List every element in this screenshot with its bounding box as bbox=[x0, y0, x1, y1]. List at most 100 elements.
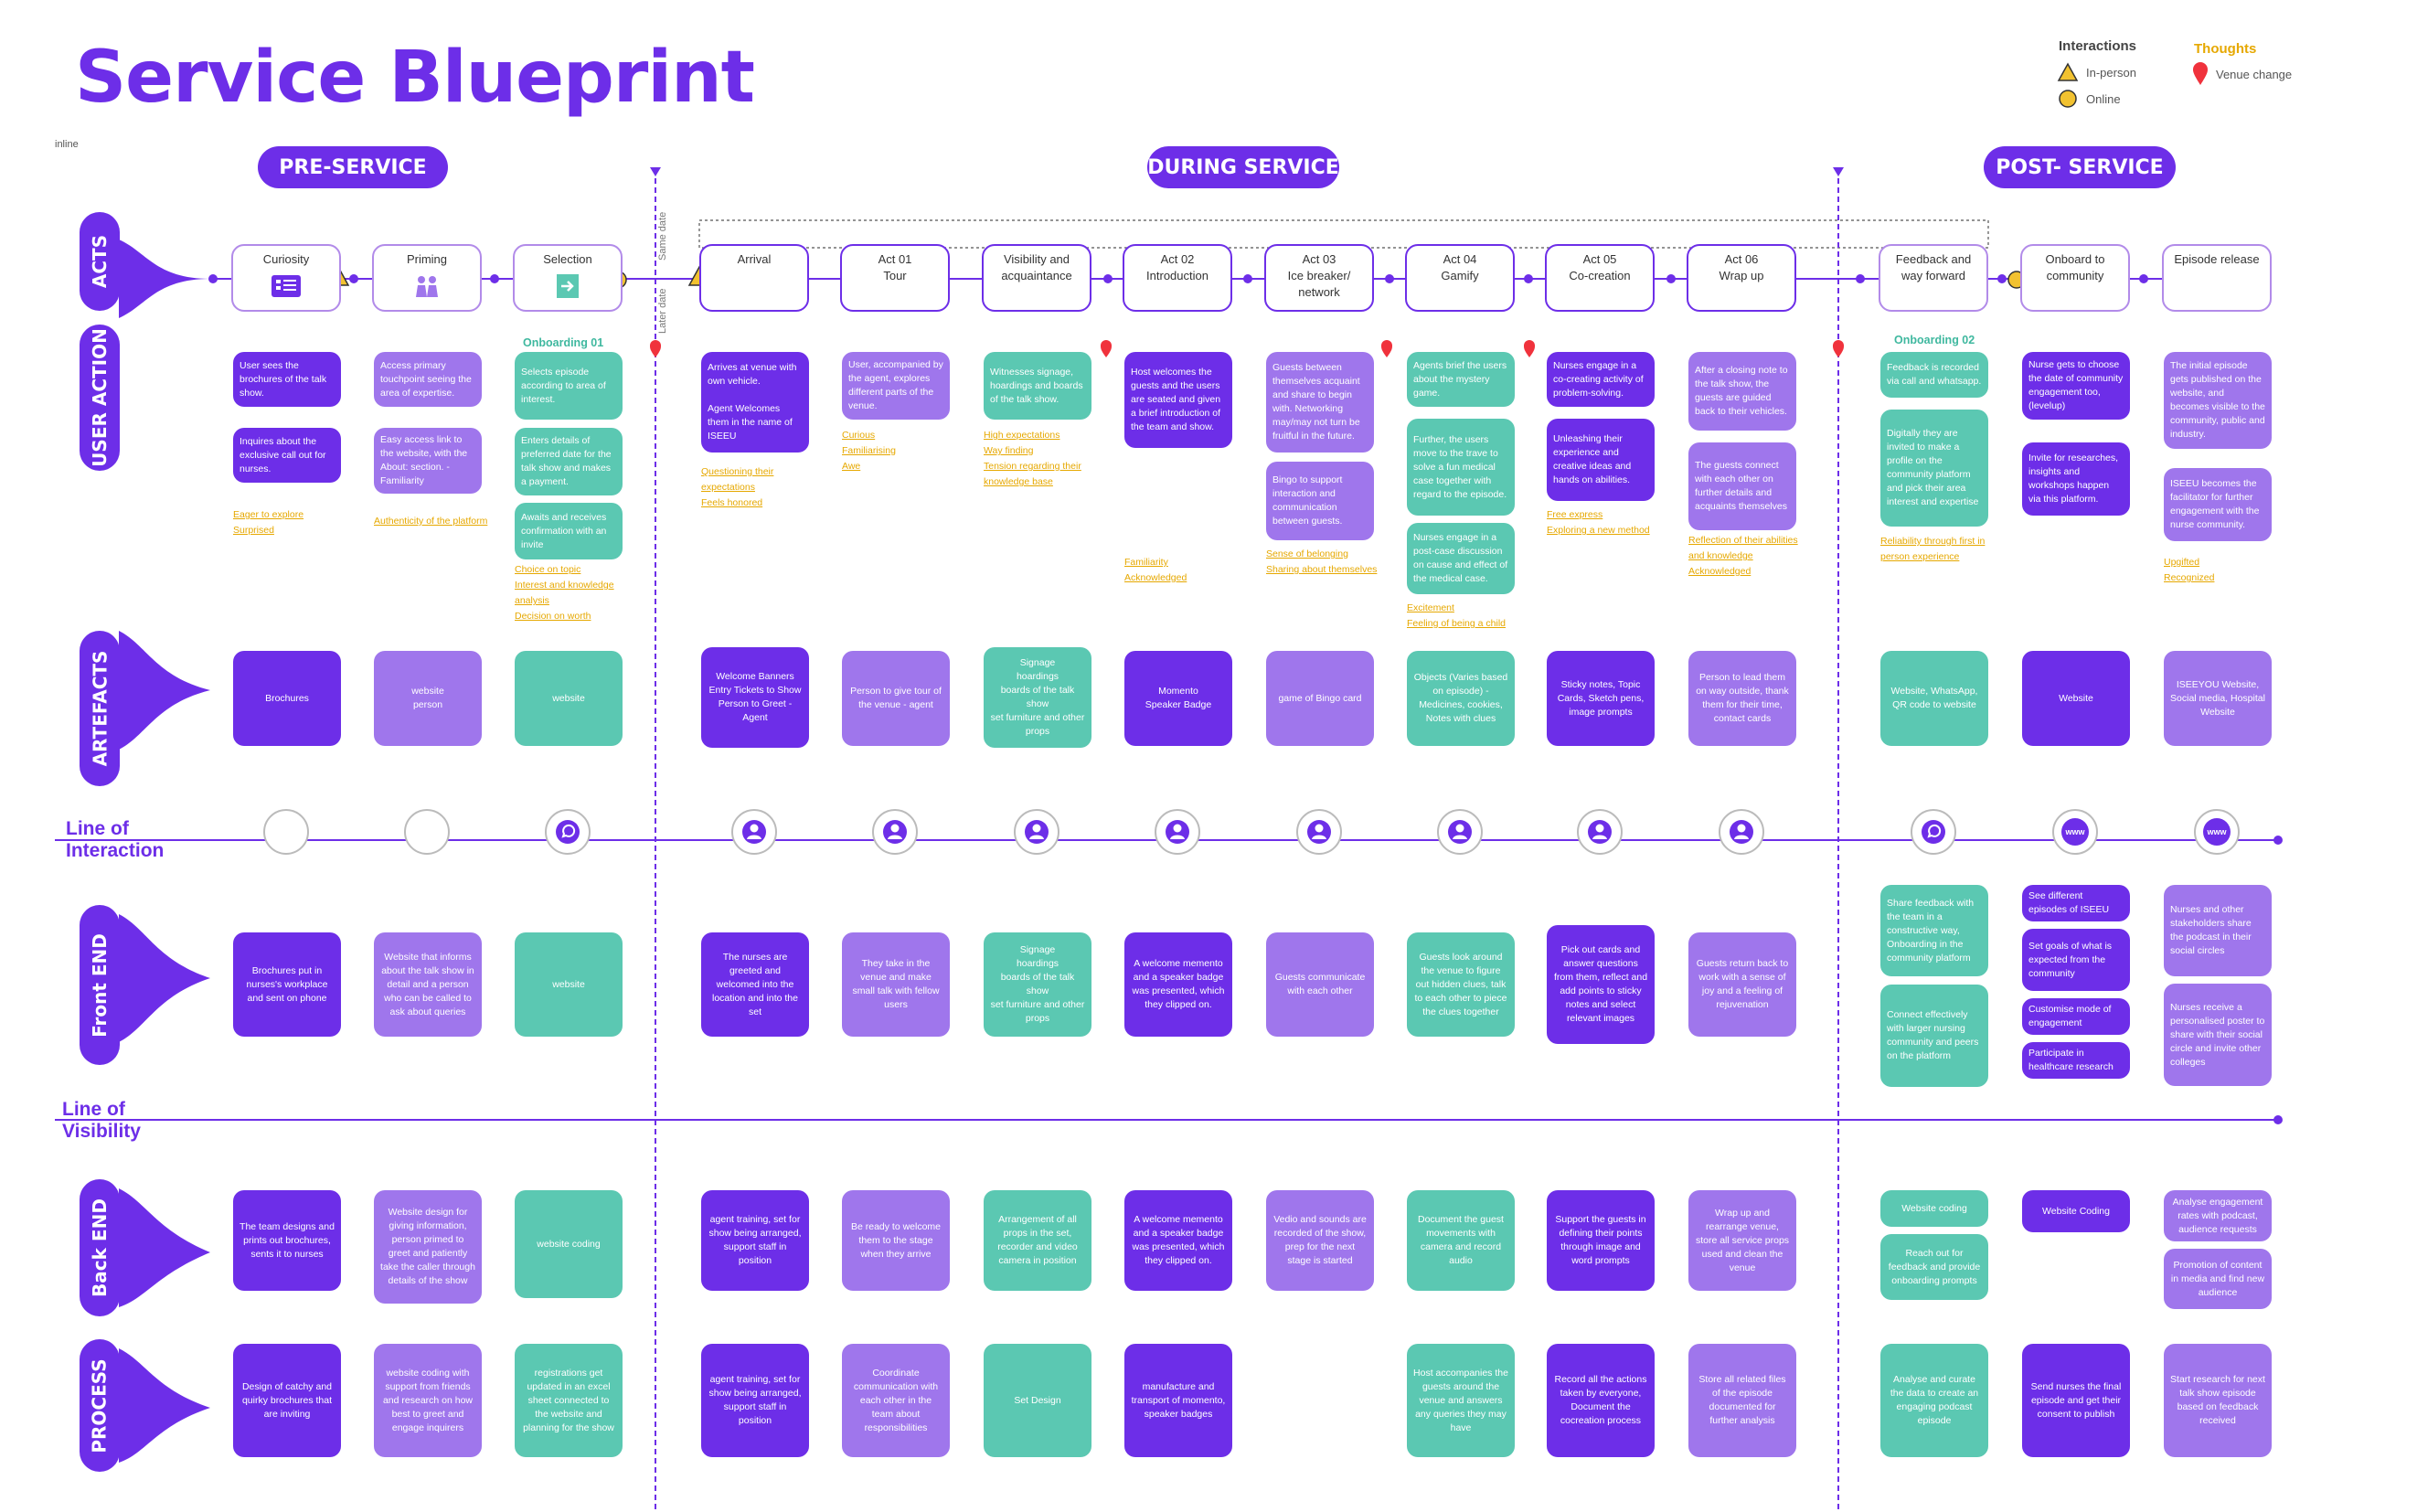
thought-note: Curious bbox=[842, 430, 876, 441]
interaction-person-icon bbox=[872, 809, 918, 855]
people-icon bbox=[410, 273, 443, 299]
artefact-card: Welcome Banners Entry Tickets to Show Pe… bbox=[701, 647, 809, 748]
connector-dot bbox=[1524, 274, 1533, 283]
front-end-card: Guests communicate with each other bbox=[1266, 932, 1374, 1037]
interaction-person-icon bbox=[731, 809, 777, 855]
act-1[interactable]: Curiosity bbox=[231, 244, 341, 312]
back-end-card: A welcome memento and a speaker badge wa… bbox=[1124, 1190, 1232, 1291]
process-card: Record all the actions taken by everyone… bbox=[1547, 1344, 1655, 1457]
process-card: Analyse and curate the data to create an… bbox=[1880, 1344, 1988, 1457]
act-title: Act 03 bbox=[1302, 252, 1336, 266]
artefact-card: Website, WhatsApp, QR code to website bbox=[1880, 651, 1988, 746]
thought-note: Sense of belonging bbox=[1266, 548, 1348, 559]
user-action-card: Further, the users move to the trave to … bbox=[1407, 419, 1515, 516]
back-end-card: Wrap up and rearrange venue, store all s… bbox=[1688, 1190, 1796, 1291]
act-3[interactable]: Selection bbox=[513, 244, 623, 312]
front-end-card: Pick out cards and answer questions from… bbox=[1547, 925, 1655, 1044]
thought-note: Tension regarding their knowledge base bbox=[984, 461, 1081, 487]
lane-acts: ACTS bbox=[80, 212, 120, 311]
user-action-card: ISEEU becomes the facilitator for furthe… bbox=[2164, 468, 2272, 541]
triangle-icon bbox=[2057, 62, 2079, 81]
user-action-card: After a closing note to the talk show, t… bbox=[1688, 352, 1796, 431]
act-4[interactable]: Arrival bbox=[699, 244, 809, 312]
artefact-card: game of Bingo card bbox=[1266, 651, 1374, 746]
user-action-card: Selects episode according to area of int… bbox=[515, 352, 623, 420]
artefact-card: Person to lead them on way outside, than… bbox=[1688, 651, 1796, 746]
process-card: Start research for next talk show episod… bbox=[2164, 1344, 2272, 1457]
process-card: Store all related files of the episode d… bbox=[1688, 1344, 1796, 1457]
interaction-whatsapp-icon bbox=[545, 809, 591, 855]
artefact-card: Person to give tour of the venue - agent bbox=[842, 651, 950, 746]
thought-note: Acknowledged bbox=[1688, 566, 1752, 577]
front-end-card: Participate in healthcare research bbox=[2022, 1042, 2130, 1079]
line-of-visibility-label: Line of Visibility bbox=[62, 1099, 141, 1142]
user-action-card: Enters details of preferred date for the… bbox=[515, 428, 623, 495]
thought-note: Decision on worth bbox=[515, 611, 591, 622]
connector-dot bbox=[1997, 274, 2007, 283]
person-icon bbox=[883, 820, 907, 844]
legend-thoughts-title: Thoughts bbox=[2194, 41, 2257, 57]
process-card: website coding with support from friends… bbox=[374, 1344, 482, 1457]
enter-icon bbox=[551, 273, 584, 299]
www-text: www bbox=[2207, 827, 2227, 836]
thought-note: High expectations bbox=[984, 430, 1060, 441]
phase-pre-service: PRE-SERVICE bbox=[258, 146, 448, 188]
thought-note: Feels honored bbox=[701, 497, 763, 508]
process-card: Coordinate communication with each other… bbox=[842, 1344, 950, 1457]
connector-dot bbox=[490, 274, 499, 283]
user-action-card: The initial episode gets published on th… bbox=[2164, 352, 2272, 449]
same-date-label: Same date bbox=[657, 211, 668, 261]
user-action-card: Access primary touchpoint seeing the are… bbox=[374, 352, 482, 407]
user-action-card: Agents brief the users about the mystery… bbox=[1407, 352, 1515, 407]
front-end-card: The nurses are greeted and welcomed into… bbox=[701, 932, 809, 1037]
map-pin-icon bbox=[2193, 62, 2208, 85]
legend-interactions-title: Interactions bbox=[2059, 38, 2137, 54]
act-title: Onboard to bbox=[2045, 252, 2105, 266]
interaction-empty-circle bbox=[404, 809, 450, 855]
back-end-card: Be ready to welcome them to the stage wh… bbox=[842, 1190, 950, 1291]
thought-note: Reflection of their abilities and knowle… bbox=[1688, 535, 1798, 561]
thought-note: Surprised bbox=[233, 525, 274, 536]
act-title: Act 01 bbox=[878, 252, 912, 266]
legend-in-person: In-person bbox=[2086, 66, 2136, 80]
user-action-card: Witnesses signage, hoardings and boards … bbox=[984, 352, 1091, 420]
lane-front-end: Front END bbox=[80, 905, 120, 1065]
tiny-label: inline bbox=[55, 139, 79, 150]
www-icon bbox=[2203, 818, 2231, 846]
artefact-card: Brochures bbox=[233, 651, 341, 746]
connector-dot bbox=[2139, 274, 2148, 283]
act-2[interactable]: Priming bbox=[372, 244, 482, 312]
whatsapp-icon bbox=[1922, 820, 1945, 844]
act-14[interactable]: Episode release bbox=[2162, 244, 2272, 312]
interaction-person-icon bbox=[1155, 809, 1200, 855]
connector-dot bbox=[1385, 274, 1394, 283]
act-subtitle: acquaintance bbox=[1001, 269, 1072, 282]
process-card: Set Design bbox=[984, 1344, 1091, 1457]
thought-note: Way finding bbox=[984, 445, 1034, 456]
artefact-card: ISEEYOU Website, Social media, Hospital … bbox=[2164, 651, 2272, 746]
connector-dot bbox=[1666, 274, 1676, 283]
person-icon bbox=[1448, 820, 1472, 844]
venue-change-pin-icon bbox=[650, 340, 661, 357]
interaction-person-icon bbox=[1437, 809, 1483, 855]
back-end-card: Vedio and sounds are recorded of the sho… bbox=[1266, 1190, 1374, 1291]
act-title: Act 02 bbox=[1160, 252, 1195, 266]
interaction-person-icon bbox=[1296, 809, 1342, 855]
back-end-card: Arrangement of all props in the set, rec… bbox=[984, 1190, 1091, 1291]
thought-note: Authenticity of the platform bbox=[374, 516, 488, 527]
thought-notes: Reliability through first in person expe… bbox=[1880, 534, 1995, 565]
